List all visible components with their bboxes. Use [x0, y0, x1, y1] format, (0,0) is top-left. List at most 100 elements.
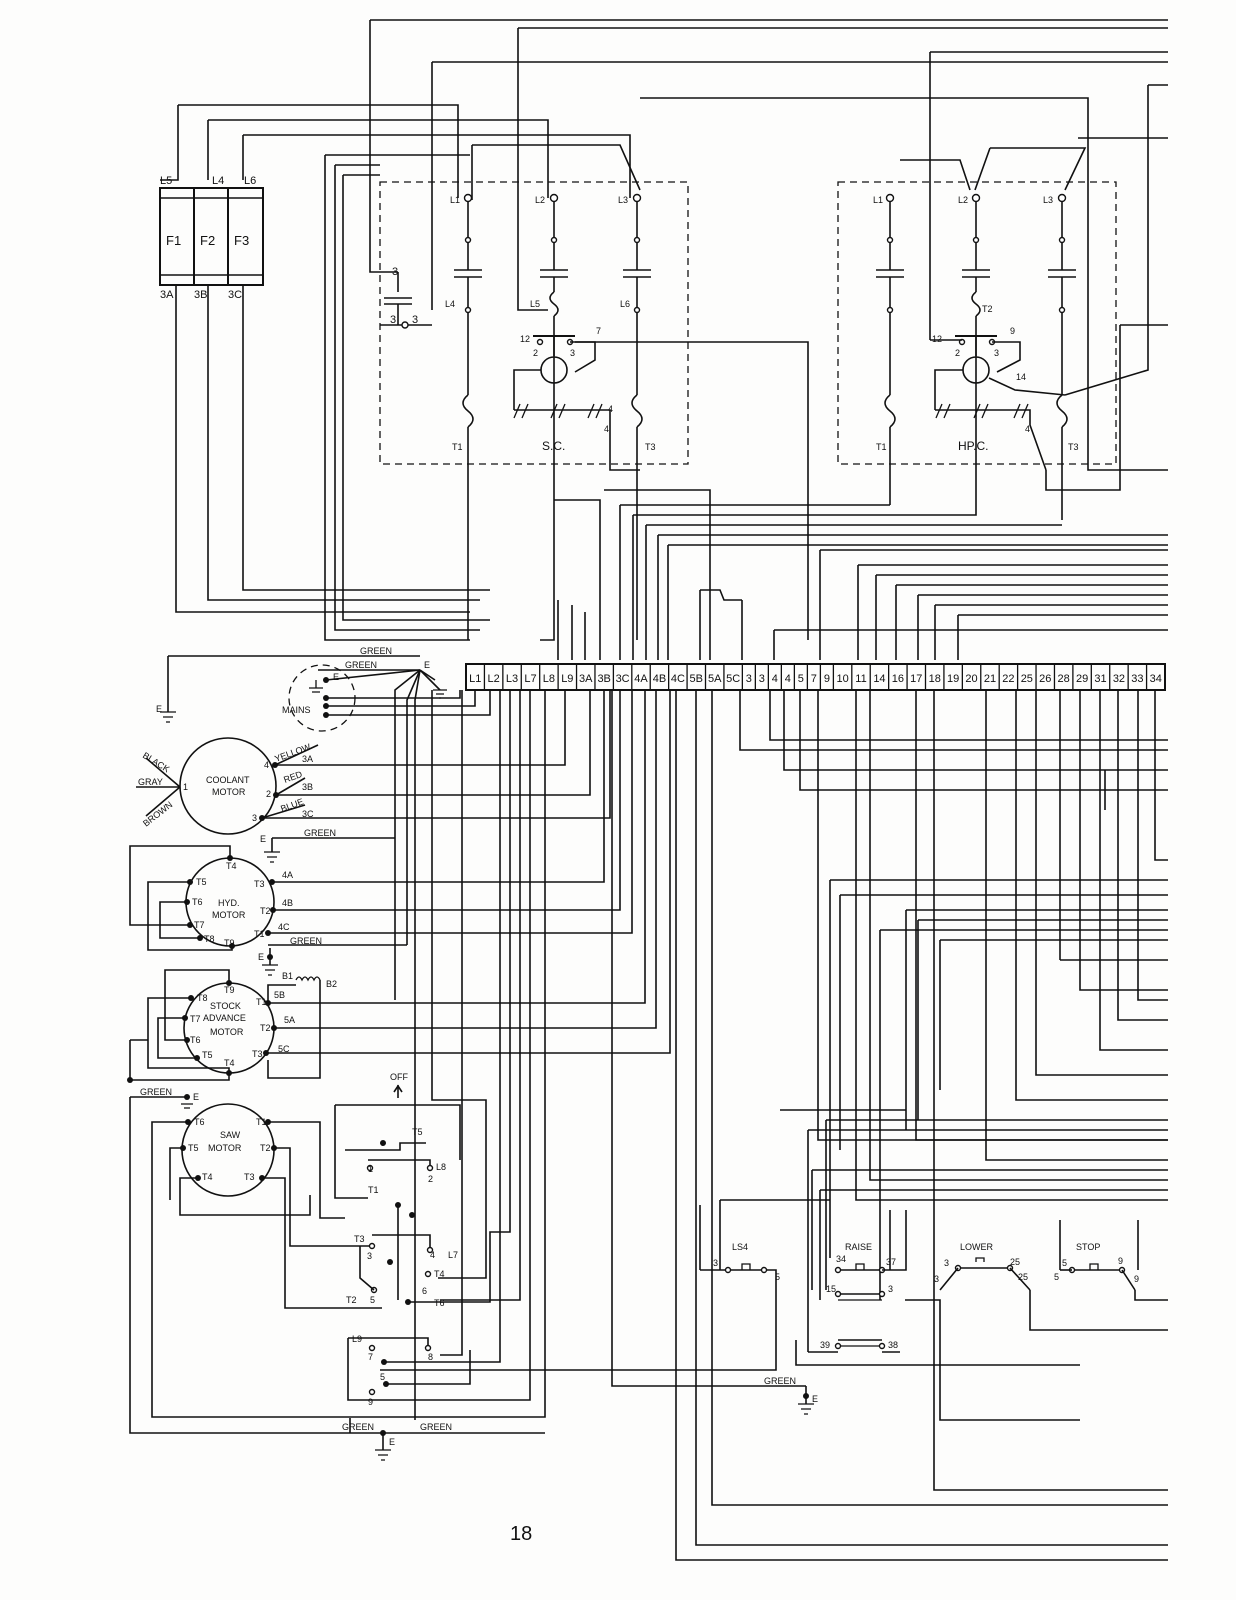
ls4-switch[interactable]: LS4 3 5 [380, 1205, 780, 1371]
sc-pole-3 [623, 193, 651, 640]
stock-terminal: T6 [190, 1035, 201, 1045]
terminal-label: 25 [1021, 673, 1033, 685]
mains-section: E GREEN GREEN E E MAINS [156, 646, 491, 1420]
coolant-motor-title: MOTOR [212, 787, 246, 797]
hyd-terminal: T7 [194, 920, 205, 930]
terminal-label: L9 [561, 673, 573, 685]
page-number: 18 [510, 1523, 532, 1545]
hpc-pole-3 [1048, 193, 1076, 520]
lower-terminal: 3 [944, 1258, 949, 1268]
terminal-label: 4 [785, 673, 791, 685]
raise-terminal: 3 [888, 1284, 893, 1294]
terminal-label: 19 [947, 673, 959, 685]
selector-label: L9 [352, 1334, 362, 1344]
stock-terminal: T8 [197, 993, 208, 1003]
selector-switch[interactable]: OFF T5 1 L8 T1 [334, 690, 531, 1407]
terminal-label: 20 [965, 673, 977, 685]
saw-terminal: T2 [260, 1143, 271, 1153]
fuse-top-label: L5 [160, 175, 172, 187]
stock-terminal: T3 [252, 1049, 263, 1059]
hpc-line-label: L3 [1043, 195, 1053, 205]
terminal-label: 7 [811, 673, 817, 685]
hyd-terminal: T3 [254, 879, 265, 889]
hyd-terminal: T9 [224, 938, 235, 948]
lower-button[interactable]: LOWER 3 25 3 25 [934, 1242, 1031, 1291]
stock-motor-title: STOCK [210, 1001, 241, 1011]
stock-terminal: T2 [260, 1023, 271, 1033]
hpc-load-label: T2 [982, 304, 993, 314]
hyd-green-label: GREEN [290, 936, 322, 946]
coolant-ground-label: E [260, 834, 266, 844]
terminal-label: 4A [634, 673, 648, 685]
selector-label: 4 [430, 1250, 435, 1260]
selector-label: T4 [434, 1269, 445, 1279]
terminal-label: 5 [798, 673, 804, 685]
terminal-label: 3C [616, 673, 630, 685]
hyd-terminal: T2 [260, 906, 271, 916]
sc-line-label: L3 [618, 195, 628, 205]
stock-terminal: T9 [224, 985, 235, 995]
sc-aux-label: 2 [533, 348, 538, 358]
hpc-aux-label: 14 [1016, 372, 1026, 382]
terminal-label: 28 [1058, 673, 1070, 685]
interlock-label: 3 [392, 266, 398, 278]
hyd-motor-title: MOTOR [212, 910, 246, 920]
terminal-label: 4 [772, 673, 778, 685]
sc-aux-label: 7 [596, 326, 601, 336]
stock-advance-motor: STOCK ADVANCE MOTOR T9 T8 T7 T6 T5 T4 T1… [127, 690, 671, 1083]
terminal-label: 3B [597, 673, 610, 685]
terminal-label: 4B [653, 673, 666, 685]
selector-label: L7 [448, 1250, 458, 1260]
bottom-ground-label: E [389, 1437, 395, 1447]
stock-wire-id: 5C [278, 1044, 290, 1054]
hyd-terminal: T8 [204, 934, 215, 944]
fuse-bottom-label: 3A [160, 289, 174, 301]
brake-label: B2 [326, 979, 337, 989]
hyd-motor: HYD. MOTOR T4 T5 T6 T7 T8 T9 T3 T2 T1 4A… [129, 690, 633, 976]
fuse-top-label: L6 [244, 175, 256, 187]
stop-button[interactable]: STOP 5 9 5 9 [1054, 1242, 1139, 1291]
sc-pole-1 [454, 193, 482, 640]
sc-contactor: L1 L2 L3 L4 L5 L6 T1 T3 12 2 3 7 4 4 S.C… [379, 181, 809, 640]
terminal-label: 5A [708, 673, 722, 685]
hpc-aux-label: 3 [994, 348, 999, 358]
terminal-label: 26 [1039, 673, 1051, 685]
terminal-label: L2 [488, 673, 500, 685]
interlock-label: 3 [390, 314, 396, 326]
hpc-pole-2 [962, 193, 990, 317]
ls4-label: LS4 [732, 1242, 748, 1252]
coolant-wire-color: RED [282, 769, 304, 785]
terminal-strip-outline [465, 663, 1166, 691]
brake-label: B1 [282, 971, 293, 981]
saw-motor-title: SAW [220, 1130, 241, 1140]
top-wiring [160, 19, 1168, 471]
terminal-label: 4C [671, 673, 685, 685]
fuse-f3-label: F3 [234, 233, 249, 248]
stop-terminal: 5 [1062, 1258, 1067, 1268]
terminal-label: 18 [929, 673, 941, 685]
bottom-green-label: GREEN [342, 1422, 374, 1432]
selector-label: 1 [368, 1164, 373, 1174]
raise-terminal: 15 [826, 1284, 836, 1294]
stock-terminal: T4 [224, 1058, 235, 1068]
terminal-label: 5C [726, 673, 740, 685]
terminal-label: 33 [1131, 673, 1143, 685]
lower-terminal: 3 [934, 1274, 939, 1284]
sc-load-label: L6 [620, 299, 630, 309]
selector-label: T2 [346, 1295, 357, 1305]
coolant-green-label: GREEN [304, 828, 336, 838]
terminal-label: 10 [836, 673, 848, 685]
stock-terminal: T7 [190, 1014, 201, 1024]
selector-label: T6 [434, 1298, 445, 1308]
stock-motor-title: ADVANCE [203, 1013, 246, 1023]
selector-label: T5 [412, 1127, 423, 1137]
hyd-terminal: T4 [226, 861, 237, 871]
saw-terminal: T5 [188, 1143, 199, 1153]
selector-label: 7 [368, 1352, 373, 1362]
bottom-grounds: GREEN E GREEN GREEN E [342, 690, 818, 1461]
raise-button[interactable]: RAISE 34 37 15 3 39 38 [808, 1210, 907, 1353]
hpc-aux-label: 4 [1025, 424, 1030, 434]
